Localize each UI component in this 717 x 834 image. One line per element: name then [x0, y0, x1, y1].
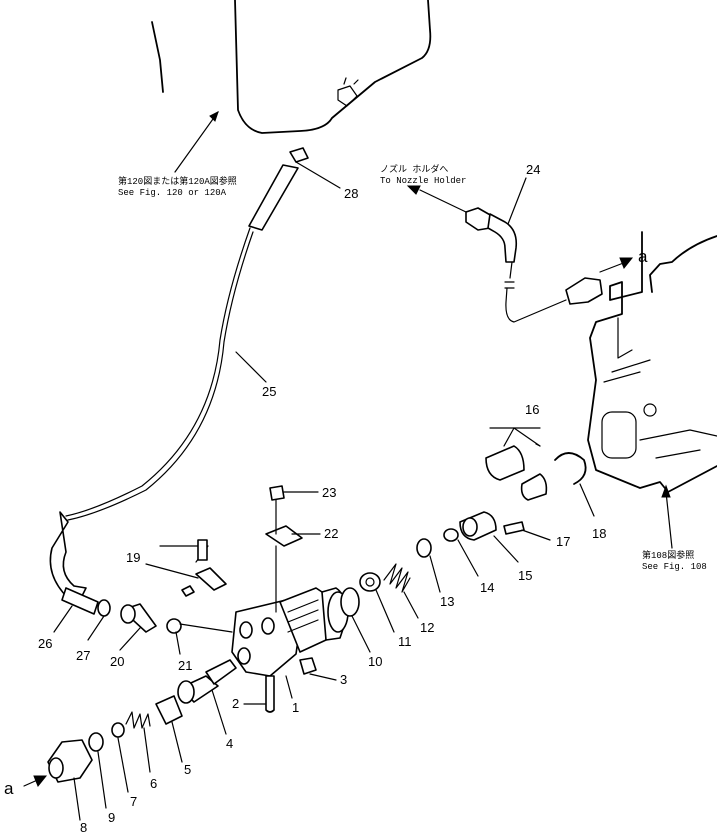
callout-10: 10 [368, 654, 382, 669]
callout-25: 25 [262, 384, 276, 399]
snap-ring-18 [554, 452, 587, 485]
callout-12: 12 [420, 620, 434, 635]
callout-24: 24 [526, 162, 540, 177]
connection-marker-top: a [638, 247, 648, 266]
leader-lines [53, 161, 595, 821]
plate-22 [265, 525, 303, 547]
piston-parts [340, 445, 587, 617]
callout-2: 2 [232, 696, 239, 711]
spring-12 [383, 563, 411, 593]
callout-22: 22 [324, 526, 338, 541]
bushing-16a [485, 445, 525, 481]
callout-19: 19 [126, 550, 140, 565]
callout-8: 8 [80, 820, 87, 834]
o-ring-21 [166, 618, 182, 634]
hose-end-26 [49, 511, 87, 601]
feed-pump-body [231, 587, 349, 713]
callout-labels: 1 2 3 4 5 6 7 8 9 10 11 12 13 14 15 16 1… [38, 162, 606, 834]
note-fig120-jp: 第120図または第120A図参照 [118, 175, 237, 187]
note-nozzle-jp: ノズル ホルダへ [380, 163, 448, 175]
callout-26: 26 [38, 636, 52, 651]
callout-20: 20 [110, 654, 124, 669]
top-parts [159, 485, 303, 613]
tank-leader [174, 111, 219, 173]
nozzle-arrow-head [406, 185, 421, 195]
connection-marker-bottom: a [4, 779, 14, 798]
callout-6: 6 [150, 776, 157, 791]
callout-17: 17 [556, 534, 570, 549]
callout-18: 18 [592, 526, 606, 541]
block-arrow-head [661, 484, 671, 498]
note-fig120-en: See Fig. 120 or 120A [118, 188, 227, 198]
bolt-23 [269, 485, 285, 501]
fuel-hose-assembly [49, 147, 309, 617]
pin-17 [503, 521, 525, 535]
inlet-parts [23, 603, 237, 787]
washer-7 [111, 722, 125, 738]
gasket-9 [88, 732, 104, 752]
callout-5: 5 [184, 762, 191, 777]
callout-21: 21 [178, 658, 192, 673]
hose-sleeve [248, 164, 299, 231]
callout-16: 16 [525, 402, 539, 417]
callout-28: 28 [344, 186, 358, 201]
pin-2 [265, 675, 275, 713]
note-fig108-en: See Fig. 108 [642, 562, 707, 572]
elbow-28 [289, 147, 309, 163]
callout-4: 4 [226, 736, 233, 751]
part-11 [359, 572, 381, 592]
callout-3: 3 [340, 672, 347, 687]
note-nozzle-en: To Nozzle Holder [380, 176, 466, 186]
spring-6 [125, 711, 151, 729]
callout-13: 13 [440, 594, 454, 609]
part-5 [155, 695, 183, 725]
bushing-16b [520, 473, 548, 501]
tank-arrow-head [209, 111, 219, 122]
nozzle-leader [419, 189, 467, 213]
block-leader [665, 491, 673, 549]
callout-11: 11 [398, 634, 412, 649]
tank-housing [151, 0, 432, 134]
part-13 [416, 538, 432, 558]
callout-1: 1 [292, 700, 299, 715]
return-pipe [465, 207, 634, 323]
callout-15: 15 [518, 568, 532, 583]
callout-14: 14 [480, 580, 494, 595]
engine-block [587, 231, 717, 493]
callout-27: 27 [76, 648, 90, 663]
callout-23: 23 [322, 485, 336, 500]
ring-14 [443, 528, 459, 542]
callout-7: 7 [130, 794, 137, 809]
screw-19 [195, 567, 227, 591]
reference-notes: 第120図または第120A図参照 See Fig. 120 or 120A ノズ… [118, 163, 707, 572]
nut-3 [299, 657, 317, 675]
clip-27 [97, 599, 111, 617]
note-fig108-jp: 第108図参照 [642, 549, 694, 561]
part-10 [340, 587, 360, 617]
callout-9: 9 [108, 810, 115, 825]
